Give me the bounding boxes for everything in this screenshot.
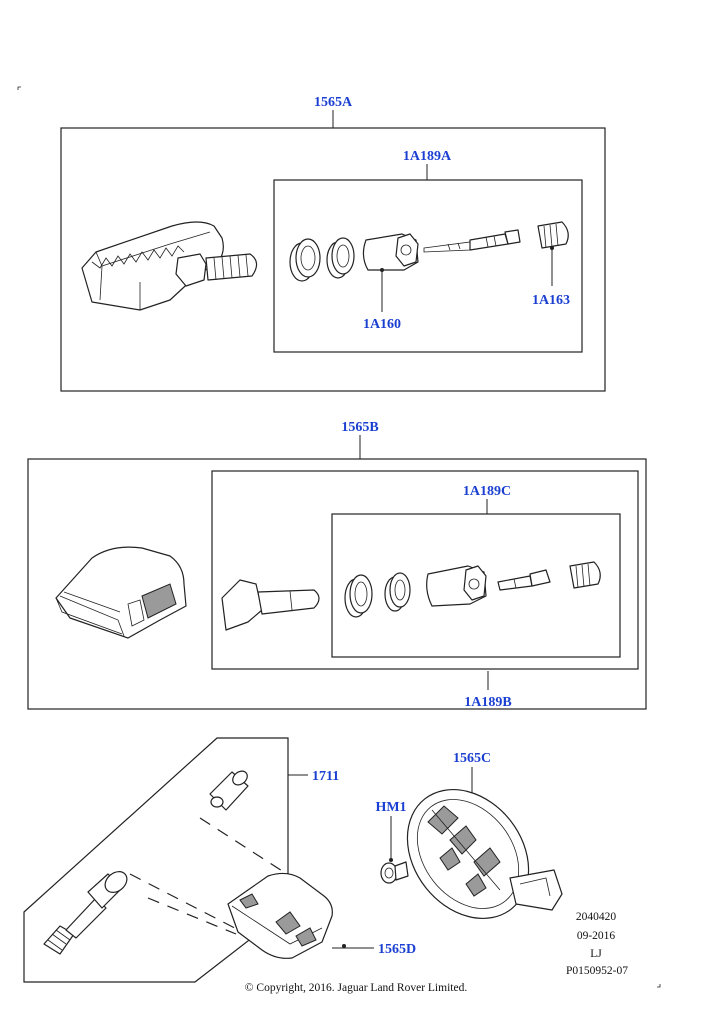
seal-ring-3 <box>344 574 373 618</box>
valve-stem-assembly <box>43 871 128 955</box>
group-1711: 1711 1565D <box>23 737 416 983</box>
group-1565C: 1565C HM1 <box>375 751 563 920</box>
callout-1565D[interactable]: 1565D <box>378 942 416 957</box>
callout-1A189A[interactable]: 1A189A <box>403 149 452 164</box>
valve-core <box>423 229 521 253</box>
callout-HM1[interactable]: HM1 <box>375 800 406 815</box>
box-1A189B <box>211 470 639 670</box>
box-1565B <box>27 458 647 710</box>
box-1565A <box>60 127 606 392</box>
sensor-bracket-1565C <box>406 788 563 920</box>
valve-cap-1565B <box>569 561 601 589</box>
callout-1565A[interactable]: 1565A <box>314 95 353 110</box>
meta-code: 2040420 <box>575 911 617 923</box>
valve-core-1565B <box>497 569 551 591</box>
seal-ring-2 <box>326 237 355 279</box>
valve-stem-1565B <box>221 579 320 631</box>
box-1A189C <box>331 513 621 658</box>
valve-nut-1A160 <box>362 233 419 271</box>
meta-initials: LJ <box>590 948 602 960</box>
copyright-notice: © Copyright, 2016. Jaguar Land Rover Lim… <box>244 982 468 994</box>
corner-mark-tl <box>17 86 21 90</box>
tpms-sensor-1565B <box>55 546 187 639</box>
callout-1A163[interactable]: 1A163 <box>532 293 570 308</box>
corner-mark-br <box>657 984 661 988</box>
callout-1565B[interactable]: 1565B <box>341 420 378 435</box>
seal-ring-1 <box>289 238 321 282</box>
valve-sleeve <box>209 770 249 811</box>
valve-cap-1A163 <box>537 221 569 249</box>
seal-ring-4 <box>384 572 411 612</box>
tpms-sensor-1565D <box>227 872 333 959</box>
callout-1A189C[interactable]: 1A189C <box>463 484 511 499</box>
box-1A189A <box>273 179 583 353</box>
screw-HM1 <box>380 861 409 884</box>
meta-illustration-id: P0150952-07 <box>566 965 628 977</box>
callout-1711[interactable]: 1711 <box>312 769 339 784</box>
valve-nut-1565B <box>426 565 487 607</box>
tpms-sensor-1565A <box>81 221 258 311</box>
callout-1565C[interactable]: 1565C <box>453 751 491 766</box>
callout-1A160[interactable]: 1A160 <box>363 317 401 332</box>
callout-1A189B[interactable]: 1A189B <box>464 695 511 710</box>
group-1565B: 1565B 1A189C <box>27 420 647 710</box>
group-1565A: 1565A 1A189A <box>60 95 606 392</box>
meta-date: 09-2016 <box>576 930 616 942</box>
